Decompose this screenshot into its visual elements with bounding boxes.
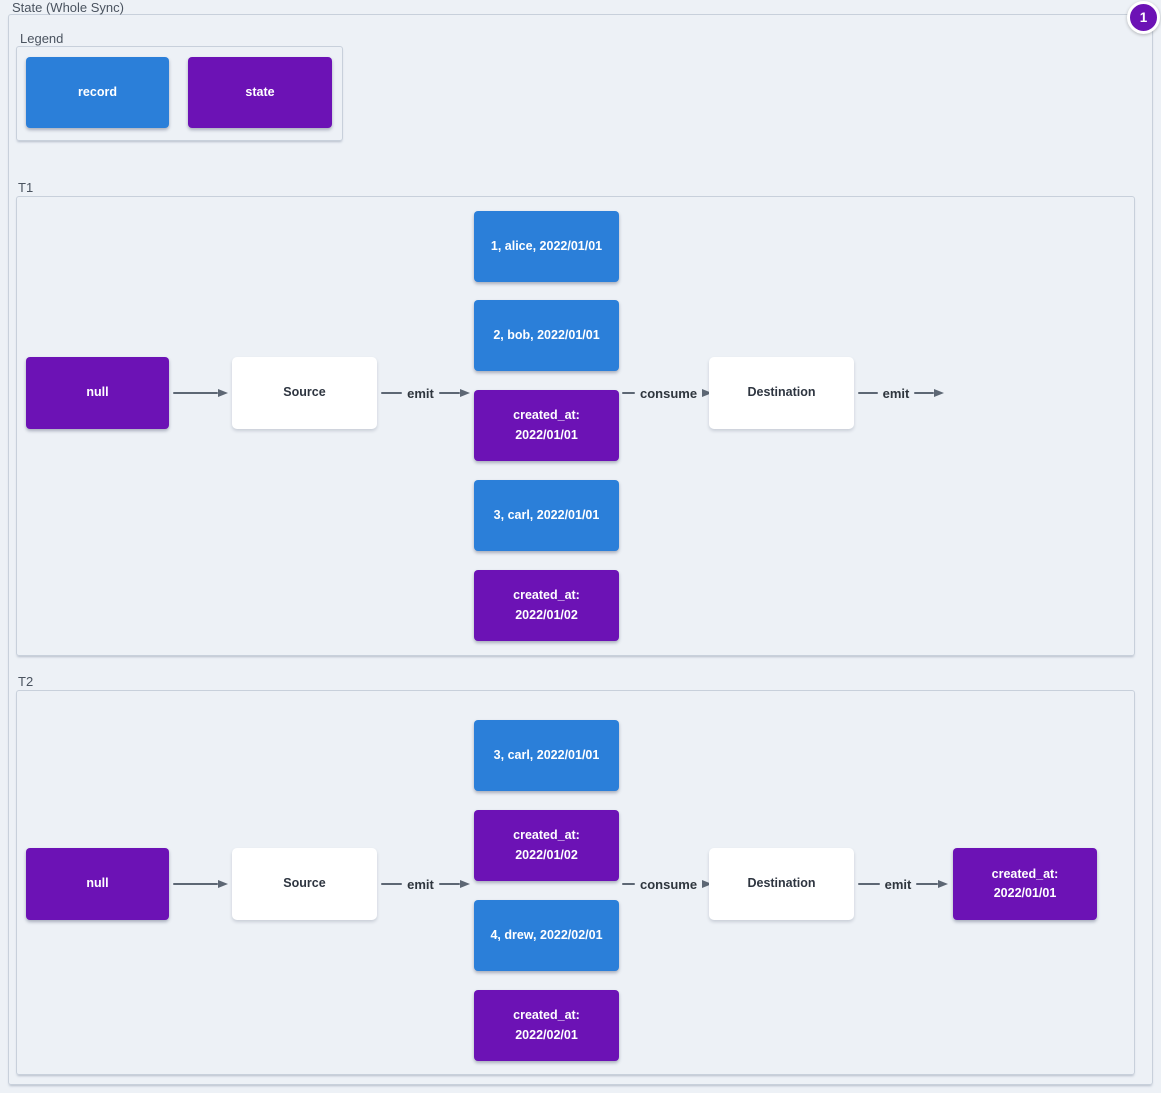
record-box: 3, carl, 2022/01/01 — [474, 720, 619, 791]
edge-source-emit: emit — [381, 876, 471, 892]
edge-null-to-source — [173, 385, 228, 401]
record-label: 3, carl, 2022/01/01 — [493, 507, 600, 522]
arrowhead-icon — [702, 389, 713, 397]
edge-line — [858, 882, 880, 886]
edge-source-emit: emit — [381, 385, 471, 401]
edge-line — [914, 391, 935, 395]
source-node: Source — [232, 357, 377, 429]
state-box: created_at: 2022/01/01 — [474, 390, 619, 461]
destination-label: Destination — [747, 876, 816, 891]
record-label: 3, carl, 2022/01/01 — [493, 747, 600, 762]
state-box: created_at: 2022/02/01 — [474, 990, 619, 1061]
edge-line — [622, 391, 635, 395]
edge-emit-label: emit — [882, 385, 910, 401]
source-node: Source — [232, 848, 377, 920]
edge-destination-emit: emit — [858, 876, 949, 892]
arrowhead-icon — [218, 880, 228, 888]
null-state-node: null — [26, 357, 169, 429]
diagram-title: State (Whole Sync) — [12, 0, 124, 15]
edge-line — [381, 391, 403, 395]
state-label: created_at: 2022/01/02 — [513, 828, 580, 862]
edge-emit-label: emit — [407, 385, 434, 401]
section-t1-label: T1 — [18, 180, 34, 195]
edge-line — [173, 391, 218, 395]
edge-emit-label: emit — [884, 876, 912, 892]
edge-consume-label: consume — [640, 876, 698, 892]
legend-record-swatch: record — [26, 57, 169, 128]
edge-consume: consume — [622, 385, 713, 401]
legend-label: Legend — [20, 31, 64, 46]
legend-state-swatch: state — [188, 57, 332, 128]
source-label: Source — [283, 876, 326, 891]
arrowhead-icon — [938, 880, 949, 888]
state-label: created_at: 2022/01/02 — [513, 588, 580, 622]
legend-panel — [16, 46, 343, 141]
destination-label: Destination — [747, 385, 816, 400]
record-box: 1, alice, 2022/01/01 — [474, 211, 619, 282]
section-t1 — [16, 196, 1135, 656]
edge-line — [381, 882, 403, 886]
edge-line — [622, 882, 635, 886]
section-t2-label: T2 — [18, 674, 34, 689]
record-label: 4, drew, 2022/02/01 — [490, 927, 603, 942]
null-state-node: null — [26, 848, 169, 920]
arrowhead-icon — [218, 389, 228, 397]
record-box: 4, drew, 2022/02/01 — [474, 900, 619, 971]
legend-state-label: state — [245, 84, 275, 99]
step-badge: 1 — [1127, 1, 1160, 34]
state-label: created_at: 2022/01/01 — [513, 408, 580, 442]
edge-emit-label: emit — [407, 876, 434, 892]
section-t2 — [16, 690, 1135, 1075]
state-label: created_at: 2022/02/01 — [513, 1008, 580, 1042]
edge-destination-emit: emit — [858, 385, 945, 401]
edge-line — [438, 882, 461, 886]
edge-line — [916, 882, 939, 886]
edge-null-to-source — [173, 876, 228, 892]
state-box: created_at: 2022/01/02 — [474, 570, 619, 641]
arrowhead-icon — [934, 389, 945, 397]
edge-line — [173, 882, 218, 886]
record-box: 3, carl, 2022/01/01 — [474, 480, 619, 551]
edge-consume-label: consume — [640, 385, 698, 401]
whole-sync-container — [8, 14, 1153, 1085]
null-state-label: null — [86, 385, 109, 400]
legend-record-label: record — [78, 84, 117, 99]
null-state-label: null — [86, 876, 109, 891]
emitted-state-box: created_at: 2022/01/01 — [953, 848, 1097, 920]
state-box: created_at: 2022/01/02 — [474, 810, 619, 881]
destination-node: Destination — [709, 357, 854, 429]
edge-consume: consume — [622, 876, 713, 892]
arrowhead-icon — [460, 389, 471, 397]
arrowhead-icon — [460, 880, 471, 888]
emitted-state-label: created_at: 2022/01/01 — [991, 866, 1059, 900]
record-box: 2, bob, 2022/01/01 — [474, 300, 619, 371]
edge-line — [438, 391, 461, 395]
edge-line — [858, 391, 878, 395]
arrowhead-icon — [702, 880, 713, 888]
source-label: Source — [283, 385, 326, 400]
record-label: 1, alice, 2022/01/01 — [490, 238, 603, 253]
record-label: 2, bob, 2022/01/01 — [493, 327, 600, 342]
destination-node: Destination — [709, 848, 854, 920]
